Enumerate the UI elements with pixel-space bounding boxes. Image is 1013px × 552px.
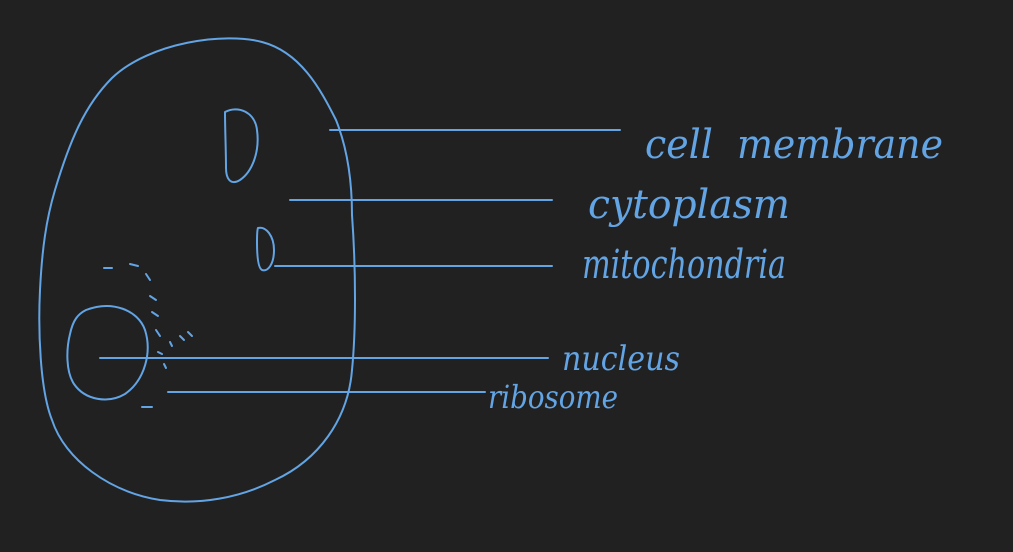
label-cell-membrane: cell membrane	[645, 122, 943, 168]
nucleus-shape	[66, 305, 149, 401]
mitochondrion-shape	[256, 226, 275, 272]
cell-membrane-outline	[38, 37, 356, 503]
organelle-large	[224, 108, 259, 184]
label-cytoplasm: cytoplasm	[588, 182, 790, 228]
ribosome-dots	[103, 263, 193, 408]
label-ribosome: ribosome	[488, 378, 618, 416]
label-mitochondria: mitochondria	[582, 242, 786, 288]
label-nucleus: nucleus	[562, 339, 680, 379]
